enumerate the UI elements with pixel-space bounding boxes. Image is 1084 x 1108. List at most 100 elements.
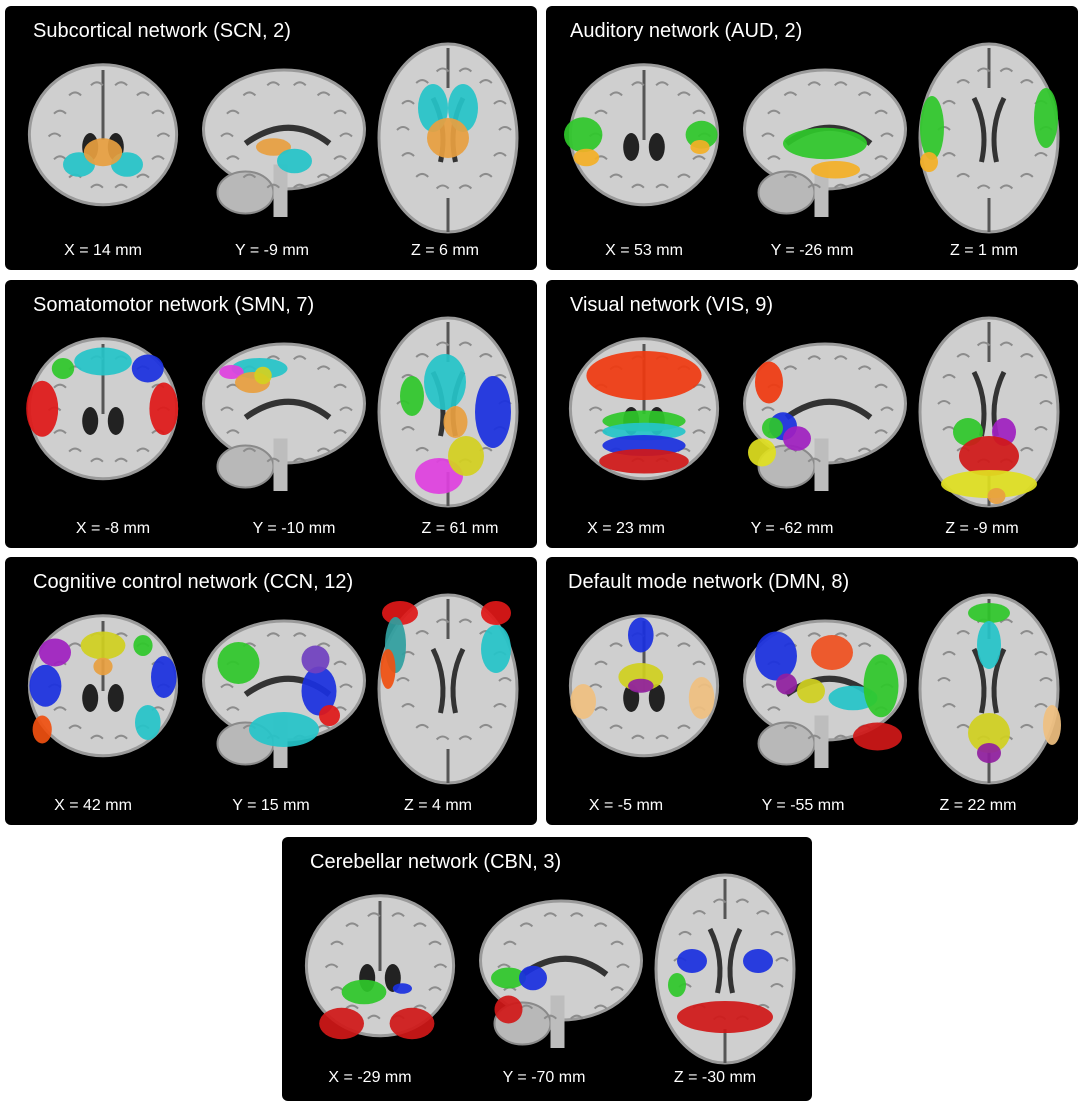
coord-y: Y = -26 mm bbox=[770, 242, 854, 259]
coord-y: Y = -55 mm bbox=[761, 797, 845, 814]
coord-x: X = 14 mm bbox=[64, 242, 142, 259]
network-blob bbox=[755, 361, 783, 404]
network-blob bbox=[389, 1007, 435, 1040]
panel-title: Visual network (VIS, 9) bbox=[570, 294, 774, 316]
network-blob bbox=[776, 673, 797, 695]
network-blob bbox=[941, 470, 1037, 498]
coord-x: X = -5 mm bbox=[588, 797, 664, 814]
network-blob bbox=[217, 642, 260, 684]
coronal-slice bbox=[564, 63, 720, 207]
coord-z: Z = 1 mm bbox=[949, 242, 1019, 259]
network-blob bbox=[219, 365, 244, 379]
network-blob bbox=[254, 366, 272, 385]
panel-default-mode: Default mode network (DMN, 8) X = -5 mm … bbox=[546, 557, 1078, 825]
panel-auditory: Auditory network (AUD, 2) X = 53 mm Y = … bbox=[546, 6, 1078, 270]
coord-z: Z = 4 mm bbox=[403, 797, 473, 814]
network-blob bbox=[400, 376, 424, 416]
network-blob bbox=[380, 649, 396, 689]
network-blob bbox=[688, 677, 715, 719]
network-blob bbox=[564, 117, 603, 153]
network-blob bbox=[301, 666, 337, 716]
axial-slice bbox=[377, 316, 519, 508]
network-blob bbox=[131, 354, 164, 383]
network-blob bbox=[341, 979, 387, 1005]
network-blob bbox=[685, 120, 718, 149]
axial-slice bbox=[377, 42, 519, 234]
panel-title: Auditory network (AUD, 2) bbox=[570, 20, 803, 42]
network-blob bbox=[668, 973, 686, 997]
axial-slice bbox=[654, 873, 796, 1065]
coronal-slice bbox=[26, 337, 179, 481]
network-blob bbox=[424, 354, 466, 410]
network-blob bbox=[811, 635, 853, 670]
network-blob bbox=[987, 488, 1006, 504]
coord-x: X = -29 mm bbox=[328, 1069, 412, 1086]
axial-slice bbox=[918, 593, 1061, 785]
network-blob bbox=[80, 631, 126, 660]
axial-slice bbox=[377, 593, 519, 785]
coord-x: X = 53 mm bbox=[605, 242, 683, 259]
network-blob bbox=[135, 705, 161, 740]
network-blob bbox=[977, 743, 1001, 763]
panel-cognitive-control: Cognitive control network (CCN, 12) X = … bbox=[5, 557, 537, 825]
network-blob bbox=[93, 657, 113, 676]
panel-cerebellar: Cerebellar network (CBN, 3) X = -29 mm Y… bbox=[282, 837, 812, 1101]
panel-title: Subcortical network (SCN, 2) bbox=[33, 20, 291, 42]
network-blob bbox=[29, 664, 62, 707]
network-blob bbox=[690, 140, 710, 154]
network-blob bbox=[863, 654, 899, 718]
network-blob bbox=[573, 148, 600, 167]
network-blob bbox=[743, 949, 773, 973]
network-blob bbox=[628, 678, 654, 693]
network-blob bbox=[475, 376, 511, 448]
network-blob bbox=[149, 382, 179, 435]
sagittal-slice bbox=[202, 619, 366, 768]
coronal-slice bbox=[568, 614, 720, 758]
coord-z: Z = 6 mm bbox=[410, 242, 480, 259]
sagittal-slice bbox=[743, 342, 907, 491]
network-blob bbox=[133, 635, 153, 656]
network-blob bbox=[811, 161, 860, 179]
network-blob bbox=[481, 601, 511, 625]
network-blob bbox=[151, 656, 177, 698]
network-blob bbox=[920, 96, 944, 160]
network-blob bbox=[586, 351, 702, 400]
network-blob bbox=[249, 712, 319, 747]
panel-somatomotor: Somatomotor network (SMN, 7) X = -8 mm Y… bbox=[5, 280, 537, 548]
coord-y: Y = -70 mm bbox=[502, 1069, 586, 1086]
network-blob bbox=[1034, 88, 1058, 148]
network-blob bbox=[443, 406, 468, 438]
coord-x: X = 23 mm bbox=[587, 520, 665, 537]
coord-y: Y = -9 mm bbox=[235, 242, 309, 259]
network-blob bbox=[968, 603, 1010, 623]
panel-title: Cognitive control network (CCN, 12) bbox=[33, 571, 354, 593]
network-blob bbox=[920, 152, 938, 172]
network-blob bbox=[26, 380, 59, 437]
network-blob bbox=[602, 422, 686, 441]
network-blob bbox=[748, 438, 776, 467]
network-blob bbox=[762, 417, 783, 439]
network-blob bbox=[392, 983, 412, 994]
network-blob bbox=[39, 638, 71, 667]
sagittal-slice bbox=[743, 68, 907, 217]
sagittal-slice bbox=[479, 899, 643, 1048]
network-blob bbox=[677, 1001, 773, 1033]
coronal-slice bbox=[27, 63, 179, 207]
network-blob bbox=[74, 347, 132, 376]
network-blob bbox=[677, 949, 707, 973]
sagittal-slice bbox=[202, 68, 366, 217]
network-blob bbox=[755, 631, 797, 681]
coord-y: Y = 15 mm bbox=[232, 797, 310, 814]
network-blob bbox=[319, 705, 340, 726]
network-blob bbox=[51, 358, 75, 379]
network-blob bbox=[319, 1007, 364, 1040]
network-blob bbox=[628, 617, 654, 653]
network-blob bbox=[427, 118, 469, 158]
coord-z: Z = -9 mm bbox=[945, 520, 1019, 537]
network-blob bbox=[83, 138, 123, 167]
network-blob bbox=[853, 722, 902, 751]
axial-slice bbox=[918, 316, 1060, 508]
network-blob bbox=[481, 625, 511, 673]
sagittal-slice bbox=[202, 342, 366, 491]
panel-title: Default mode network (DMN, 8) bbox=[568, 571, 850, 593]
